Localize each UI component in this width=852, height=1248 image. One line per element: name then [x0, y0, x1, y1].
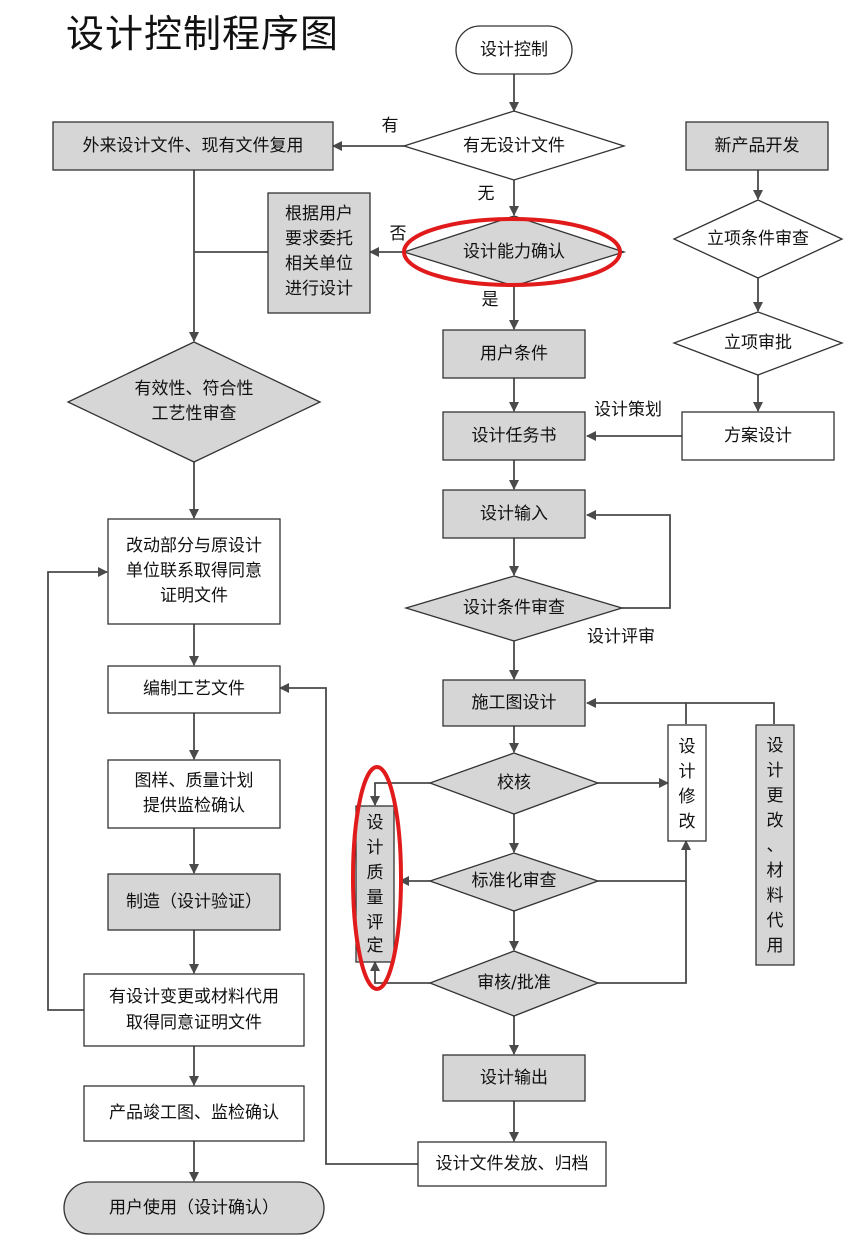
design-change-char-3: 更 [767, 786, 784, 806]
design-change-char-4: 改 [767, 811, 784, 831]
external-reuse-label: 外来设计文件、现有文件复用 [83, 136, 304, 156]
contact-original-line-1: 改动部分与原设计 [126, 536, 262, 556]
design-change-char-1: 设 [767, 736, 784, 756]
project-approval-label: 立项审批 [724, 333, 792, 353]
change-proof-line-1: 有设计变更或材料代用 [109, 987, 279, 1007]
standardization-review-decision: 标准化审查 [428, 852, 600, 912]
new-product-box: 新产品开发 [685, 121, 829, 171]
quality-eval-box: 设 计 质 量 评 定 [355, 805, 395, 963]
design-modify-char-3: 修 [679, 787, 696, 807]
edge-label-none: 无 [478, 184, 495, 204]
check-label: 校核 [497, 773, 531, 793]
start-label: 设计控制 [480, 40, 548, 60]
project-approval-decision: 立项审批 [672, 311, 844, 376]
page-title: 设计控制程序图 [66, 12, 340, 56]
contact-original-box: 改动部分与原设计 单位联系取得同意 证明文件 [107, 518, 281, 625]
design-input-box: 设计输入 [442, 489, 586, 539]
contact-original-line-3: 证明文件 [160, 586, 228, 606]
capability-check-label: 设计能力确认 [463, 242, 565, 262]
design-output-box: 设计输出 [442, 1054, 586, 1102]
validity-check-decision: 有效性、符合性 工艺性审查 [66, 341, 322, 463]
standardization-review-label: 标准化审查 [472, 871, 557, 891]
review-approve-decision: 审核/批准 [428, 950, 600, 1017]
design-change-char-5: 、 [767, 836, 784, 856]
release-archive-box: 设计文件发放、归档 [417, 1141, 607, 1187]
external-reuse-box: 外来设计文件、现有文件复用 [52, 121, 334, 171]
validity-check-line-1: 有效性、符合性 [135, 379, 254, 399]
design-change-char-6: 材 [767, 861, 784, 881]
drawings-plan-box: 图样、质量计划 提供监检确认 [107, 759, 281, 829]
change-proof-line-2: 取得同意证明文件 [126, 1013, 262, 1033]
user-conditions-box: 用户条件 [442, 329, 586, 379]
end-label: 用户使用（设计确认） [109, 1197, 279, 1218]
entrust-line-1: 根据用户 [285, 204, 353, 224]
edge-label-design-planning: 设计策划 [594, 400, 662, 420]
drawings-plan-line-1: 图样、质量计划 [135, 771, 254, 791]
quality-eval-char-1: 设 [367, 813, 384, 833]
quality-eval-char-5: 评 [367, 913, 384, 933]
process-docs-box: 编制工艺文件 [107, 665, 281, 714]
capability-check-decision: 设计能力确认 [401, 215, 627, 287]
edge-label-no: 否 [390, 224, 407, 244]
highlight-capability-check [402, 217, 622, 287]
as-built-label: 产品竣工图、监检确认 [109, 1103, 279, 1123]
entrust-line-3: 相关单位 [285, 254, 353, 274]
construction-design-label: 施工图设计 [472, 693, 557, 713]
design-modify-char-4: 改 [679, 812, 696, 832]
quality-eval-char-2: 计 [367, 838, 384, 858]
drawings-plan-line-2: 提供监检确认 [143, 796, 245, 816]
construction-design-box: 施工图设计 [442, 679, 586, 727]
design-change-char-7: 料 [767, 886, 784, 906]
design-modify-box: 设 计 修 改 [667, 724, 707, 842]
design-change-char-8: 代 [767, 911, 784, 931]
process-docs-label: 编制工艺文件 [143, 679, 245, 699]
design-change-char-2: 计 [767, 761, 784, 781]
edges [47, 74, 775, 1182]
entrust-line-2: 要求委托 [285, 229, 353, 249]
end-node: 用户使用（设计确认） [63, 1181, 325, 1235]
design-change-material-box: 设 计 更 改 、 材 料 代 用 [755, 724, 795, 966]
start-node: 设计控制 [455, 25, 573, 75]
contact-original-line-2: 单位联系取得同意 [126, 561, 262, 581]
entrust-box: 根据用户 要求委托 相关单位 进行设计 [267, 192, 371, 314]
quality-eval-char-6: 定 [367, 936, 384, 956]
review-approve-label: 审核/批准 [477, 973, 551, 993]
design-condition-review-label: 设计条件审查 [463, 598, 565, 618]
manufacture-box: 制造（设计验证） [107, 873, 281, 931]
manufacture-label: 制造（设计验证） [126, 892, 262, 912]
quality-eval-char-4: 量 [367, 888, 384, 908]
highlight-quality-eval [351, 765, 403, 991]
scheme-design-label: 方案设计 [724, 426, 792, 446]
design-task-box: 设计任务书 [442, 411, 586, 461]
design-task-label: 设计任务书 [472, 426, 557, 446]
project-condition-review-decision: 立项条件审查 [672, 199, 844, 279]
check-decision: 校核 [428, 752, 600, 815]
has-design-docs-label: 有无设计文件 [463, 136, 565, 156]
design-modify-char-2: 计 [679, 762, 696, 782]
edge-label-yes: 是 [482, 290, 499, 310]
has-design-docs-decision: 有无设计文件 [401, 110, 627, 181]
design-input-label: 设计输入 [480, 504, 548, 524]
scheme-design-box: 方案设计 [681, 411, 835, 461]
design-condition-review-decision: 设计条件审查 [403, 575, 625, 642]
design-modify-char-1: 设 [679, 737, 696, 757]
design-change-char-9: 用 [767, 936, 784, 956]
entrust-line-4: 进行设计 [285, 279, 353, 299]
edge-label-design-review: 设计评审 [587, 627, 655, 647]
project-condition-review-label: 立项条件审查 [707, 229, 809, 249]
design-output-label: 设计输出 [480, 1068, 548, 1088]
validity-check-line-2: 工艺性审查 [152, 404, 237, 424]
edge-label-yes-have: 有 [382, 116, 399, 136]
new-product-label: 新产品开发 [715, 136, 800, 156]
as-built-box: 产品竣工图、监检确认 [83, 1085, 305, 1142]
quality-eval-char-3: 质 [367, 863, 384, 883]
release-archive-label: 设计文件发放、归档 [436, 1154, 589, 1174]
user-conditions-label: 用户条件 [480, 344, 548, 364]
change-proof-box: 有设计变更或材料代用 取得同意证明文件 [83, 973, 305, 1047]
